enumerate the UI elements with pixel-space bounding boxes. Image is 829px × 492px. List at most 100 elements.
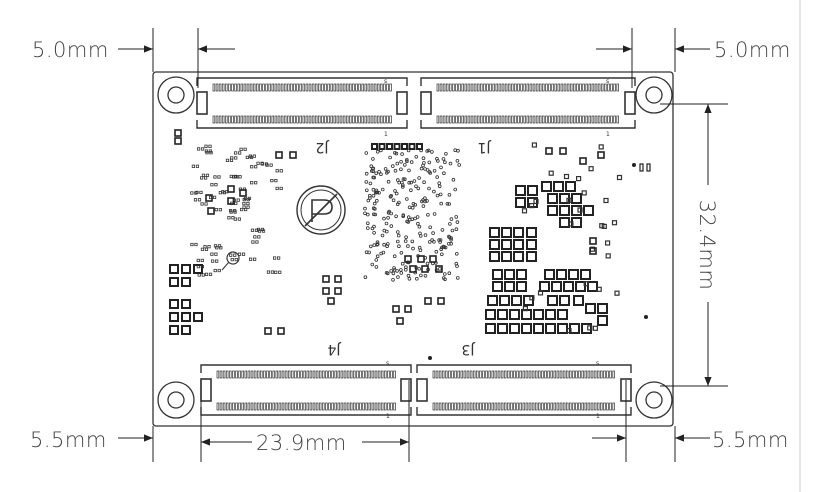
connector-pin (376, 83, 380, 92)
connector-pin (563, 115, 567, 124)
connector-pin (476, 83, 480, 92)
bga-ball (394, 151, 399, 156)
connector-pin (507, 115, 511, 124)
passive-pad (274, 270, 278, 274)
bga-ball (432, 239, 436, 244)
pin-label: s (384, 78, 387, 85)
connector-pin (523, 115, 526, 124)
passive-pad (195, 190, 199, 195)
bga-ball (403, 267, 408, 272)
passive-pad (577, 207, 583, 213)
passive-pad (207, 245, 211, 249)
connector-pin (370, 115, 374, 124)
passive-pad (234, 156, 238, 160)
connector-pin (237, 115, 240, 124)
connector-pin (303, 402, 306, 411)
passive-pad (234, 151, 238, 155)
bga-ball (409, 188, 413, 193)
passive-pad (194, 242, 198, 247)
connector-pin (252, 83, 256, 92)
component-pad (408, 143, 416, 150)
component-pad (289, 151, 297, 159)
passive-pad (195, 164, 199, 168)
bga-ball (402, 177, 407, 182)
component-pad (559, 205, 570, 216)
bga-ball (375, 190, 380, 195)
connector-pin (439, 83, 443, 92)
connector-pin (246, 115, 250, 124)
connector-pin (349, 115, 352, 124)
connector-pin (485, 370, 488, 379)
passive-pad (201, 273, 205, 277)
passive-pad (212, 195, 217, 199)
connector-pin (386, 115, 389, 124)
passive-pad (191, 164, 195, 168)
connector-pin (256, 115, 259, 124)
bga-ball (379, 172, 383, 177)
connector-pin (358, 115, 361, 124)
bga-ball (371, 187, 376, 192)
passive-pad (566, 328, 572, 334)
connector-pin (263, 370, 266, 379)
connector-pin (541, 370, 544, 379)
bga-ball (406, 244, 410, 248)
bga-ball (411, 202, 416, 206)
connector-pin (365, 370, 368, 379)
component-pad (575, 281, 586, 292)
connector-pin (234, 83, 237, 92)
connector-pin (525, 370, 529, 379)
dimension-connector-pitch: 23.9mm (256, 431, 347, 455)
passive-pad (193, 198, 198, 202)
component-pad (501, 239, 512, 250)
connector-pin (287, 83, 290, 92)
connector-pin (449, 83, 452, 92)
connector-pin (260, 402, 263, 411)
connector-pin (247, 402, 251, 411)
connector-pin (287, 402, 291, 411)
connector-pin (565, 402, 569, 411)
passive-pad (218, 191, 222, 195)
connector-pin (604, 115, 607, 124)
component-pad (501, 251, 512, 262)
bga-ball (372, 231, 376, 235)
bga-ball (423, 167, 427, 171)
component-pad (513, 239, 524, 250)
connector-pin (483, 83, 486, 92)
connector-pin (278, 402, 282, 411)
component-pad (527, 185, 538, 196)
connector-pin (294, 370, 297, 379)
connector-pin (594, 83, 598, 92)
connector-pin (584, 370, 588, 379)
bga-ball (368, 244, 373, 249)
connector-pin (353, 402, 356, 411)
passive-pad (239, 147, 243, 151)
connector-pin (591, 83, 595, 92)
connector-pin (231, 115, 234, 124)
bga-ball (442, 171, 446, 176)
connector-pin (461, 83, 464, 92)
connector-j2-body (196, 77, 408, 129)
connector-pin (501, 83, 505, 92)
bga-ball (435, 159, 440, 163)
connector-pin (283, 115, 287, 124)
connector-pin (525, 402, 529, 411)
connector-pin (333, 83, 337, 92)
bga-ball (383, 167, 388, 171)
connector-pin (389, 115, 392, 124)
dimension-height: 32.4mm (695, 200, 719, 291)
bga-ball (455, 264, 459, 268)
connector-pin (529, 83, 533, 92)
component-pad (585, 303, 596, 314)
bga-ball (445, 202, 450, 206)
bga-ball (432, 189, 436, 194)
passive-pad (522, 306, 529, 312)
passive-pad (218, 208, 222, 212)
bga-ball (384, 270, 389, 275)
connector-pin (457, 370, 460, 379)
connector-pin (342, 83, 346, 92)
component-pad (579, 157, 587, 165)
passive-pad (204, 272, 209, 276)
bga-ball (364, 151, 369, 155)
bga-ball (363, 211, 367, 216)
passive-pad (205, 173, 210, 177)
